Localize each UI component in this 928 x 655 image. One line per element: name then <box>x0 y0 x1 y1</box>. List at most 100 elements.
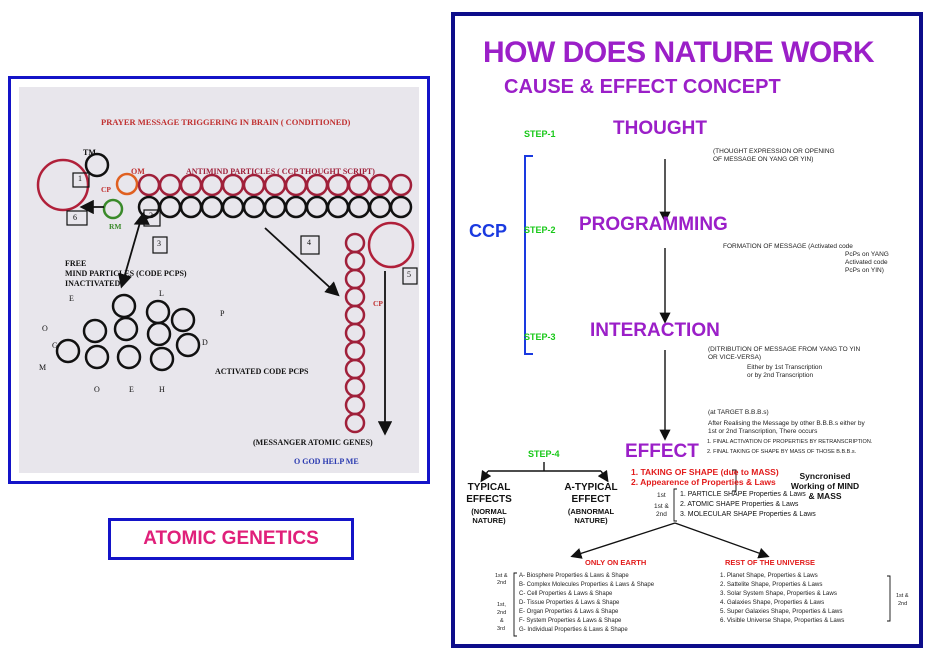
letter-o: O <box>42 324 48 333</box>
shape-prefix-1: 1st <box>657 492 666 499</box>
tm-circle <box>84 152 110 178</box>
figure-canvas: PRAYER MESSAGE TRIGGERING IN BRAIN ( CON… <box>19 87 419 473</box>
main-title: HOW DOES NATURE WORK <box>483 36 875 69</box>
tm-label: TM <box>83 148 96 157</box>
shape-3: 3. MOLECULAR SHAPE Properties & Laws <box>680 511 816 518</box>
flow-arrows <box>79 199 393 436</box>
antimind-chain-top <box>137 173 413 197</box>
universe-item-2: 2. Sattelite Shape, Properties & Laws <box>720 581 823 588</box>
cp-label-top: CP <box>101 185 111 194</box>
earth-prefix-5: & <box>500 618 504 624</box>
earth-prefix-6: 3rd <box>497 626 505 632</box>
target-note-1: (at TARGET B.B.B.s) <box>708 409 769 416</box>
activated-label: ACTIVATED CODE PCPS <box>215 367 309 376</box>
ccp-label: CCP <box>469 221 508 241</box>
letter-e: E <box>69 294 74 303</box>
programming-label: PROGRAMMING <box>579 214 728 235</box>
step-4-label: STEP-4 <box>528 449 560 459</box>
sync-3: & MASS <box>808 491 842 501</box>
subtitle: CAUSE & EFFECT CONCEPT <box>504 76 781 98</box>
typical-4: NATURE) <box>472 516 506 525</box>
inactivated-label: INACTIVATED <box>65 279 121 288</box>
universe-item-3: 3. Solar System Shape, Properties & Laws <box>720 590 837 597</box>
atomic-genetics-figure: PRAYER MESSAGE TRIGGERING IN BRAIN ( CON… <box>8 76 430 484</box>
cp-circle-right <box>367 221 415 269</box>
target-note-2: After Realising the Message by other B.B… <box>708 420 865 427</box>
atypical-4: NATURE) <box>574 516 608 525</box>
messenger-label: (MESSANGER ATOMIC GENES) <box>253 438 373 447</box>
letter-h: H <box>159 385 165 394</box>
box-3-label: 3 <box>157 239 161 248</box>
cp-label-chain: CP <box>373 299 383 308</box>
earth-prefix-3: 1st, <box>497 602 506 608</box>
programming-note-2: PcPs on YANG <box>845 251 889 258</box>
interaction-note-2: OR VICE-VERSA) <box>708 354 762 361</box>
antimind-label: ANTIMIND PARTICLES ( CCP THOUGHT SCRIPT) <box>186 167 375 176</box>
atomic-genetics-label: ATOMIC GENETICS <box>108 518 354 560</box>
interaction-label: INTERACTION <box>590 320 720 341</box>
thought-note-2: OF MESSAGE ON YANG OR YIN) <box>713 156 814 163</box>
prayer-title: PRAYER MESSAGE TRIGGERING IN BRAIN ( CON… <box>101 117 351 127</box>
box-2-label: 2 <box>149 211 153 220</box>
effect-label: EFFECT <box>625 441 699 462</box>
rm-label: RM <box>109 222 122 231</box>
earth-prefix-1: 1st & <box>495 573 508 579</box>
atypical-2: EFFECT <box>571 494 611 505</box>
thought-note-1: (THOUGHT EXPRESSION OR OPENING <box>713 148 835 155</box>
box-5-label: 5 <box>407 270 411 279</box>
earth-item-c: C- Cell Properties & Laws & Shape <box>519 591 613 597</box>
universe-item-1: 1. Planet Shape, Properties & Laws <box>720 572 818 579</box>
mind-particles-label: MIND PARTICLES (CODE PCPS) <box>65 269 187 278</box>
rm-circle <box>102 198 124 220</box>
box-1-label: 1 <box>78 174 82 183</box>
programming-note-3: Activated code <box>845 259 888 266</box>
cp-circle <box>36 158 90 212</box>
sync-2: Working of MIND <box>790 481 860 491</box>
earth-item-d: D- Tissue Properties & Laws & Shape <box>519 600 620 606</box>
step-3-label: STEP-3 <box>524 332 556 342</box>
letter-o2: O <box>94 385 100 394</box>
effect-note-2: 2. FINAL TAKING OF SHAPE BY MASS OF THOS… <box>707 449 857 455</box>
typical-1: TYPICAL <box>467 482 511 493</box>
universe-suffix-2: 2nd <box>898 601 908 607</box>
flow-lines <box>480 155 891 637</box>
interaction-note-3: Either by 1st Transcription <box>747 364 823 371</box>
shape-2: 2. ATOMIC SHAPE Properties & Laws <box>680 501 799 508</box>
sync-1: Syncronised <box>799 471 851 481</box>
shape-prefix-2: 1st & <box>654 503 669 510</box>
thought-label: THOUGHT <box>613 118 707 139</box>
free-particles <box>55 293 201 372</box>
taking-shape: 1. TAKING OF SHAPE (due to MASS) <box>631 467 779 477</box>
earth-prefix-2: 2nd <box>497 580 507 586</box>
atypical-1: A-TYPICAL <box>564 482 618 493</box>
universe-item-5: 5. Super Galaxies Shape, Properties & La… <box>720 608 843 615</box>
step-1-label: STEP-1 <box>524 129 556 139</box>
earth-item-f: F- System Properties & Laws & Shape <box>519 618 622 624</box>
earth-item-e: E- Organ Properties & Laws & Shape <box>519 609 619 615</box>
interaction-note-4: or by 2nd Transcription <box>747 372 814 379</box>
box-4-label: 4 <box>307 238 311 247</box>
universe-title: REST OF THE UNIVERSE <box>725 558 816 567</box>
step-2-label: STEP-2 <box>524 225 556 235</box>
letter-l: L <box>159 289 164 298</box>
programming-note-4: PcPs on YIN) <box>845 267 884 274</box>
om-circle <box>115 172 139 196</box>
letter-m: M <box>39 363 47 372</box>
universe-item-4: 4. Galaxies Shape, Properties & Laws <box>720 599 825 606</box>
earth-item-g: G- Individual Properties & Laws & Shape <box>519 627 628 633</box>
box-6-label: 6 <box>73 213 77 222</box>
target-note-3: 1st or 2nd Transcription, There occurs <box>708 428 818 435</box>
particle-drawing <box>36 152 418 436</box>
typical-3: (NORMAL <box>471 507 507 516</box>
letter-p: P <box>220 309 225 318</box>
typical-2: EFFECTS <box>466 494 512 505</box>
earth-prefix-4: 2nd <box>497 610 507 616</box>
letter-g: G <box>52 341 58 350</box>
earth-item-a: A- Biosphere Properties & Laws & Shape <box>519 573 629 579</box>
letter-e2: E <box>129 385 134 394</box>
shape-prefix-3: 2nd <box>656 511 667 518</box>
letter-d: D <box>202 338 208 347</box>
nature-work-panel: HOW DOES NATURE WORK CAUSE & EFFECT CONC… <box>451 12 923 648</box>
antimind-chain-bottom <box>137 195 413 219</box>
free-label: FREE <box>65 259 87 268</box>
